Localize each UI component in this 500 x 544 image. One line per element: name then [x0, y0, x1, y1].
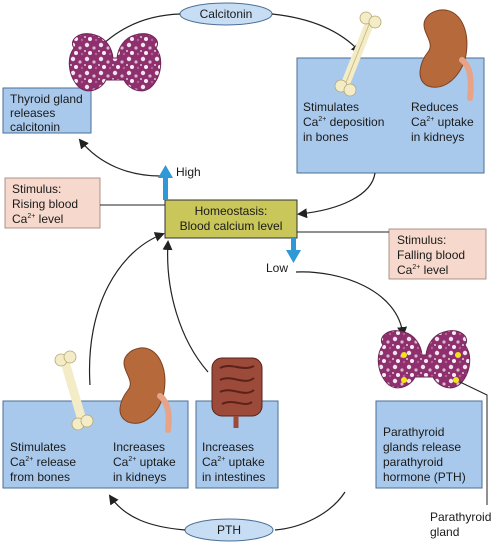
intestine-line2: Ca2+ uptake — [202, 455, 265, 469]
kidney-increase-line2: Ca2+ uptake — [113, 455, 176, 469]
kidney-icon-bottom — [119, 347, 172, 433]
ca-symbol: Ca — [113, 455, 129, 469]
bone-icon-top — [334, 11, 382, 97]
arrow-high-to-thyroid — [78, 138, 161, 177]
bone-deposit-line2: Ca2+ deposition — [303, 115, 384, 129]
low-arrow — [286, 238, 301, 263]
high-label: High — [176, 165, 201, 179]
ca-superscript: 2+ — [128, 456, 137, 463]
ca-symbol: Ca — [303, 115, 319, 129]
homeostasis-subtitle: Blood calcium level — [179, 219, 283, 233]
thyroid-gland-icon — [68, 33, 162, 92]
stimulus-falling-line1: Stimulus: — [397, 233, 447, 247]
ca-symbol: Ca — [12, 212, 28, 226]
parathyroid-pointer-line — [459, 381, 488, 505]
level-word: level — [420, 263, 449, 277]
kidney-increase-line3: in kidneys — [113, 470, 167, 484]
kidney-reduce-line2: Ca2+ uptake — [411, 115, 474, 129]
arrow-effects-to-homeostasis — [297, 172, 376, 219]
parathyroid-line2: glands release — [383, 440, 462, 454]
parathyroid-gland-label-line1: Parathyroid — [430, 510, 492, 524]
bone-kidney-release-box — [2, 400, 189, 489]
ca-symbol: Ca — [202, 455, 218, 469]
parathyroid-line1: Parathyroid — [383, 425, 445, 439]
bone-deposit-line3: in bones — [303, 130, 349, 144]
ca-symbol: Ca — [397, 263, 413, 277]
ca-superscript: 2+ — [426, 116, 435, 123]
uptake-word: uptake — [225, 455, 265, 469]
bone-release-line1: Stimulates — [10, 440, 67, 454]
level-word: level — [35, 212, 64, 226]
intestine-line3: in intestines — [202, 470, 266, 484]
stimulus-falling-box — [388, 228, 487, 280]
ca-superscript: 2+ — [412, 264, 421, 271]
ca-superscript: 2+ — [217, 456, 226, 463]
intestines-icon — [211, 357, 263, 428]
uptake-word: uptake — [434, 115, 474, 129]
parathyroid-gland-label-line2: gland — [430, 525, 460, 539]
thyroid-line2: releases — [10, 106, 56, 120]
kidney-reduce-line3: in kidneys — [411, 130, 465, 144]
ca-superscript: 2+ — [27, 213, 36, 220]
bone-deposit-line1: Stimulates — [303, 100, 360, 114]
kidney-icon-top — [419, 9, 474, 101]
pth-label: PTH — [217, 523, 241, 537]
high-arrow — [158, 165, 173, 200]
ca-superscript: 2+ — [25, 456, 34, 463]
bone-release-line2: Ca2+ release — [10, 455, 76, 469]
parathyroid-gland-icon — [377, 330, 471, 389]
thyroid-line3: calcitonin — [10, 120, 61, 134]
kidney-increase-line1: Increases — [113, 440, 166, 454]
stimulus-rising-line3: Ca2+ level — [12, 212, 63, 226]
parathyroid-line3: parathyroid — [383, 455, 444, 469]
deposition-word: deposition — [326, 115, 385, 129]
stimulus-rising-box — [4, 177, 101, 229]
ca-superscript: 2+ — [318, 116, 327, 123]
arrow-parathyroid-to-pth — [274, 491, 346, 531]
thyroid-line1: Thyroid gland — [10, 92, 83, 106]
stimulus-rising-line1: Stimulus: — [12, 182, 62, 196]
calcitonin-label: Calcitonin — [199, 7, 253, 21]
homeostasis-title: Homeostasis: — [194, 204, 268, 218]
intestine-line1: Increases — [202, 440, 255, 454]
arrow-pth-to-bones — [108, 494, 186, 531]
stimulus-falling-line3: Ca2+ level — [397, 263, 448, 277]
arrow-bones-to-homeostasis — [88, 232, 165, 386]
thyroid-box — [2, 87, 92, 134]
parathyroid-box — [375, 400, 483, 489]
release-word: release — [33, 455, 77, 469]
stimulus-falling-line2: Falling blood — [397, 248, 466, 262]
ca-symbol: Ca — [411, 115, 427, 129]
kidney-reduce-line1: Reduces — [411, 100, 459, 114]
arrow-calcitonin-to-effects — [271, 13, 362, 54]
arrow-intestines-to-homeostasis — [162, 240, 209, 373]
bone-icon-bottom — [54, 350, 94, 431]
arrow-low-to-parathyroid — [295, 271, 408, 337]
low-label: Low — [266, 261, 289, 275]
homeostasis-box — [164, 199, 298, 239]
bone-release-line3: from bones — [10, 470, 71, 484]
ca-symbol: Ca — [10, 455, 26, 469]
parathyroid-line4: hormone (PTH) — [383, 470, 466, 484]
uptake-word: uptake — [136, 455, 176, 469]
stimulus-rising-line2: Rising blood — [12, 197, 79, 211]
